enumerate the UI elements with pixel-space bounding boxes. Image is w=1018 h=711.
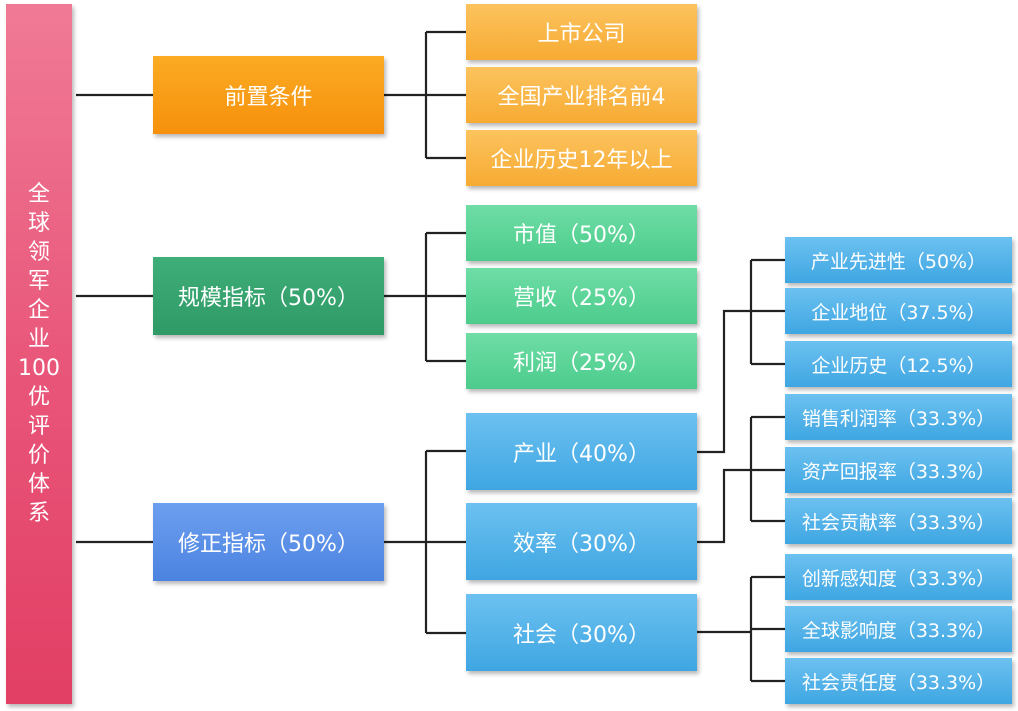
root-char: 全: [27, 182, 50, 207]
sub-item-label: 社会责任度（33.3%）: [801, 671, 996, 694]
root-char: 球: [27, 211, 50, 236]
sub-item-label: 企业历史（12.5%）: [811, 354, 986, 377]
correction-indicators-node: 修正指标（50%）: [153, 503, 384, 581]
connector-society-children: [697, 575, 785, 683]
prerequisite-item-label: 企业历史12年以上: [490, 148, 673, 173]
root-char: 系: [27, 501, 50, 526]
sub-item-label: 产业先进性（50%）: [810, 250, 987, 273]
root-char: 100: [18, 356, 60, 381]
root-char: 企: [27, 298, 50, 323]
scale-item-label: 利润（25%）: [513, 351, 650, 376]
prerequisite-item-label: 上市公司: [537, 22, 626, 47]
root-char: 军: [27, 269, 50, 294]
prerequisite-item-label: 全国产业排名前4: [497, 85, 666, 110]
prerequisites-label: 前置条件: [224, 85, 313, 110]
correction-indicators-label: 修正指标（50%）: [178, 532, 359, 557]
root-char: 领: [27, 240, 50, 265]
sub-item-label: 企业地位（37.5%）: [811, 301, 986, 324]
efficiency-sub-item: 社会贡献率（33.3%）: [785, 498, 1012, 544]
correction-item-industry: 产业（40%）: [466, 413, 697, 490]
root-char: 价: [27, 443, 50, 468]
industry-sub-item: 产业先进性（50%）: [785, 237, 1012, 283]
scale-indicators-label: 规模指标（50%）: [178, 286, 359, 311]
root-char: 体: [27, 472, 50, 497]
correction-item-label: 效率（30%）: [513, 531, 650, 557]
correction-item-society: 社会（30%）: [466, 594, 697, 671]
root-char: 优: [27, 385, 50, 410]
prerequisite-item: 企业历史12年以上: [466, 130, 697, 186]
industry-sub-item: 企业历史（12.5%）: [785, 341, 1012, 387]
industry-sub-item: 企业地位（37.5%）: [785, 288, 1012, 334]
root-char: 评: [27, 414, 50, 439]
connector-industry-children: [697, 258, 785, 454]
sub-item-label: 全球影响度（33.3%）: [801, 619, 996, 642]
sub-item-label: 销售利润率（33.3%）: [801, 407, 996, 430]
connector-prerequisites-items: [384, 30, 466, 160]
scale-indicators-node: 规模指标（50%）: [153, 257, 384, 335]
connector-scale-items: [384, 231, 466, 363]
efficiency-sub-item: 销售利润率（33.3%）: [785, 394, 1012, 440]
connector-correction-items: [384, 449, 466, 635]
scale-item-label: 营收（25%）: [513, 286, 650, 311]
prerequisite-item: 全国产业排名前4: [466, 67, 697, 123]
correction-item-efficiency: 效率（30%）: [466, 503, 697, 580]
society-sub-item: 创新感知度（33.3%）: [785, 554, 1012, 600]
scale-item: 利润（25%）: [466, 333, 697, 389]
society-sub-item: 全球影响度（33.3%）: [785, 606, 1012, 652]
root-char: 业: [27, 327, 50, 352]
society-sub-item: 社会责任度（33.3%）: [785, 658, 1012, 704]
sub-item-label: 创新感知度（33.3%）: [801, 567, 996, 590]
correction-item-label: 社会（30%）: [513, 622, 650, 648]
prerequisites-node: 前置条件: [153, 56, 384, 134]
scale-item: 营收（25%）: [466, 268, 697, 324]
scale-item: 市值（50%）: [466, 205, 697, 261]
root-node: 全 球 领 军 企 业 100 优 评 价 体 系: [6, 4, 72, 704]
efficiency-sub-item: 资产回报率（33.3%）: [785, 447, 1012, 493]
scale-item-label: 市值（50%）: [513, 223, 650, 248]
connector-efficiency-children: [697, 415, 785, 544]
correction-item-label: 产业（40%）: [513, 441, 650, 467]
sub-item-label: 社会贡献率（33.3%）: [801, 511, 996, 534]
prerequisite-item: 上市公司: [466, 4, 697, 60]
sub-item-label: 资产回报率（33.3%）: [801, 460, 996, 483]
